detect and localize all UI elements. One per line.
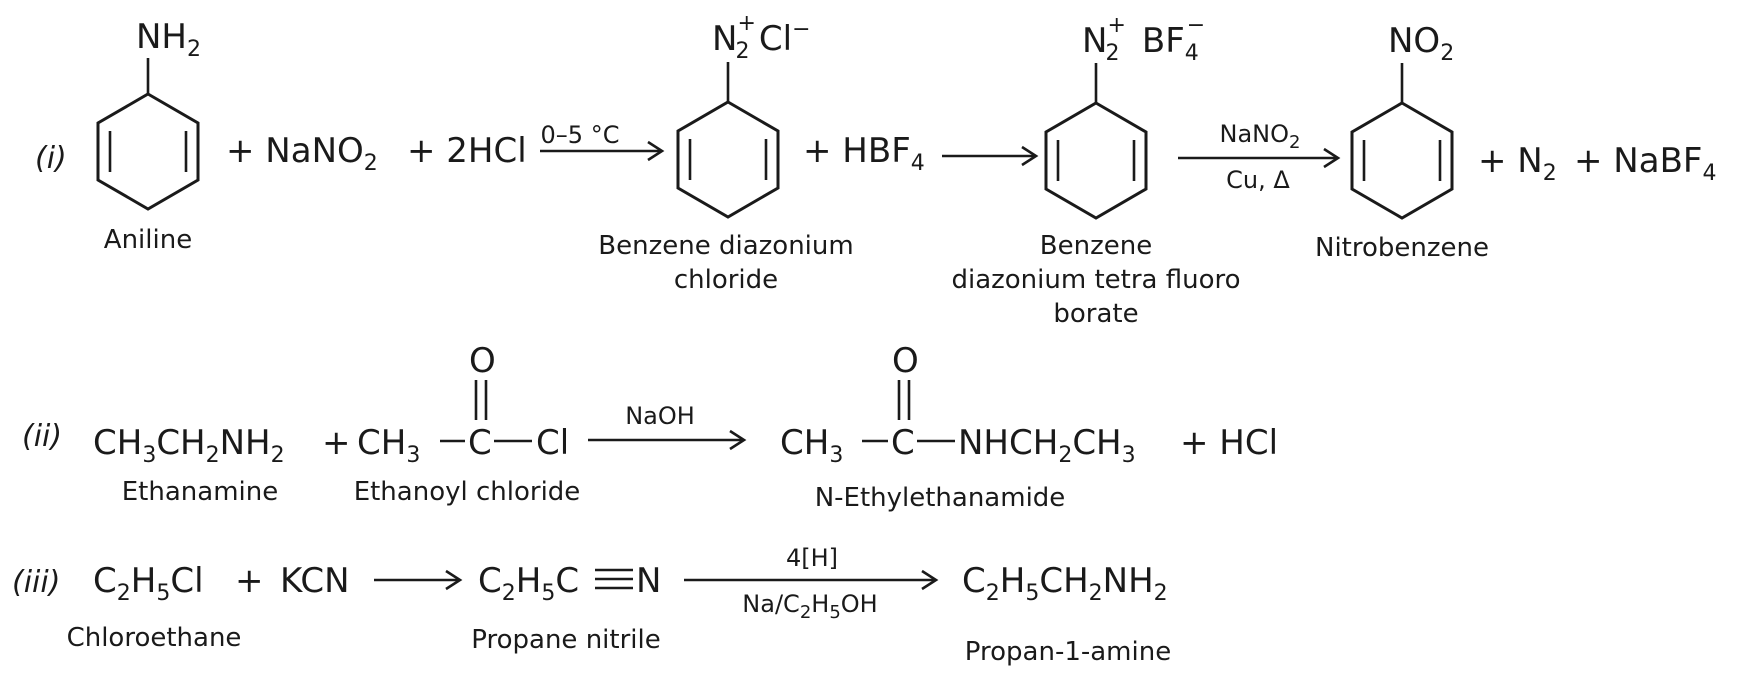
fluoroborate-name-3: borate bbox=[1053, 299, 1138, 329]
condition-4h: 4[H] bbox=[786, 544, 838, 572]
benzene-diazonium-fluoroborate-structure: N2+BF4− Benzene diazonium tetra fluoro b… bbox=[951, 13, 1240, 329]
aniline-nh2-label: NH2 bbox=[136, 17, 201, 62]
plus-iii: + bbox=[235, 561, 264, 601]
ethanoyl-ch3: CH3 bbox=[357, 423, 420, 468]
condition-cu-heat: Cu, Δ bbox=[1226, 166, 1290, 194]
nitrobenzene-name: Nitrobenzene bbox=[1315, 233, 1489, 263]
amide-nhch2ch3: NHCH2CH3 bbox=[958, 423, 1136, 468]
reaction-number-iii: (iii) bbox=[12, 565, 60, 600]
diazonium-chloride-name-2: chloride bbox=[674, 265, 778, 295]
byproduct-n2: + N2 bbox=[1478, 141, 1557, 186]
condition-naoh: NaOH bbox=[625, 402, 695, 430]
diazonium-chloride-label: N2+Cl− bbox=[712, 11, 811, 64]
condition-temperature: 0–5 °C bbox=[541, 121, 620, 149]
reaction-number-ii: (ii) bbox=[22, 419, 62, 454]
benzene-ring-nitrobenzene bbox=[1350, 101, 1454, 220]
reagent-2hcl: + 2HCl bbox=[407, 131, 527, 171]
reagent-nano2: + NaNO2 bbox=[226, 131, 378, 176]
reagent-hbf4: + HBF4 bbox=[803, 131, 925, 176]
arrow-i-3: NaNO2 Cu, Δ bbox=[1178, 120, 1341, 194]
ethanoyl-cl: Cl bbox=[536, 423, 569, 463]
nitrobenzene-no2-label: NO2 bbox=[1388, 21, 1454, 66]
arrow-iii-1 bbox=[374, 569, 463, 591]
nitrobenzene-structure: NO2 Nitrobenzene bbox=[1315, 21, 1489, 263]
propane-nitrile-name: Propane nitrile bbox=[471, 625, 660, 655]
byproduct-hcl: + HCl bbox=[1180, 423, 1278, 463]
ethanoyl-chloride-formula: CH3 C O Cl bbox=[357, 341, 569, 468]
aniline-structure: NH2 Aniline bbox=[96, 17, 201, 255]
ethanamine-formula: CH3CH2NH2 bbox=[93, 423, 285, 468]
arrow-i-2 bbox=[942, 145, 1039, 167]
fluoroborate-label: N2+BF4− bbox=[1082, 13, 1205, 66]
ethanamine-name: Ethanamine bbox=[122, 477, 278, 507]
ethanoyl-c: C bbox=[468, 423, 492, 463]
diazonium-chloride-name-1: Benzene diazonium bbox=[598, 231, 853, 261]
condition-na-ethanol: Na/C2H5OH bbox=[742, 590, 877, 623]
propan-1-amine-name: Propan-1-amine bbox=[965, 637, 1171, 667]
reaction-ii: (ii) CH3CH2NH2 Ethanamine + CH3 C O Cl E… bbox=[22, 341, 1278, 513]
amide-o: O bbox=[892, 341, 919, 381]
propane-nitrile-formula: C2H5C N bbox=[478, 561, 661, 606]
arrow-iii-2: 4[H] Na/C2H5OH bbox=[684, 544, 939, 623]
condition-nano2: NaNO2 bbox=[1220, 120, 1301, 153]
n-ethylethanamide-formula: CH3 C O NHCH2CH3 bbox=[780, 341, 1136, 468]
benzene-ring-aniline bbox=[96, 92, 200, 211]
nitrile-c2h5: C2H5C bbox=[478, 561, 579, 606]
nitrile-n: N bbox=[636, 561, 661, 601]
chloroethane-name: Chloroethane bbox=[67, 623, 242, 653]
propan-1-amine-formula: C2H5CH2NH2 bbox=[962, 561, 1168, 606]
plus-ii: + bbox=[322, 423, 351, 463]
benzene-ring-fluoroborate bbox=[1044, 101, 1148, 220]
amide-ch3: CH3 bbox=[780, 423, 843, 468]
amide-c: C bbox=[891, 423, 915, 463]
reaction-i: (i) NH2 Aniline + NaNO2 + 2HCl 0–5 °C N2… bbox=[35, 11, 1716, 329]
aniline-name: Aniline bbox=[104, 225, 192, 255]
fluoroborate-name-1: Benzene bbox=[1040, 231, 1152, 261]
reagent-kcn: KCN bbox=[280, 561, 350, 601]
chloroethane-formula: C2H5Cl bbox=[93, 561, 204, 606]
reaction-iii: (iii) C2H5Cl Chloroethane + KCN C2H5C N … bbox=[12, 544, 1171, 667]
n-ethylethanamide-name: N-Ethylethanamide bbox=[815, 483, 1066, 513]
arrow-i-1: 0–5 °C bbox=[540, 121, 665, 162]
benzene-diazonium-chloride-structure: N2+Cl− Benzene diazonium chloride bbox=[598, 11, 853, 295]
fluoroborate-name-2: diazonium tetra fluoro bbox=[951, 265, 1240, 295]
arrow-ii: NaOH bbox=[588, 402, 747, 451]
reaction-number-i: (i) bbox=[35, 141, 67, 176]
ethanoyl-chloride-name: Ethanoyl chloride bbox=[354, 477, 581, 507]
byproduct-nabf4: + NaBF4 bbox=[1574, 141, 1716, 186]
benzene-ring-diazonium bbox=[676, 100, 780, 219]
ethanoyl-o: O bbox=[469, 341, 496, 381]
